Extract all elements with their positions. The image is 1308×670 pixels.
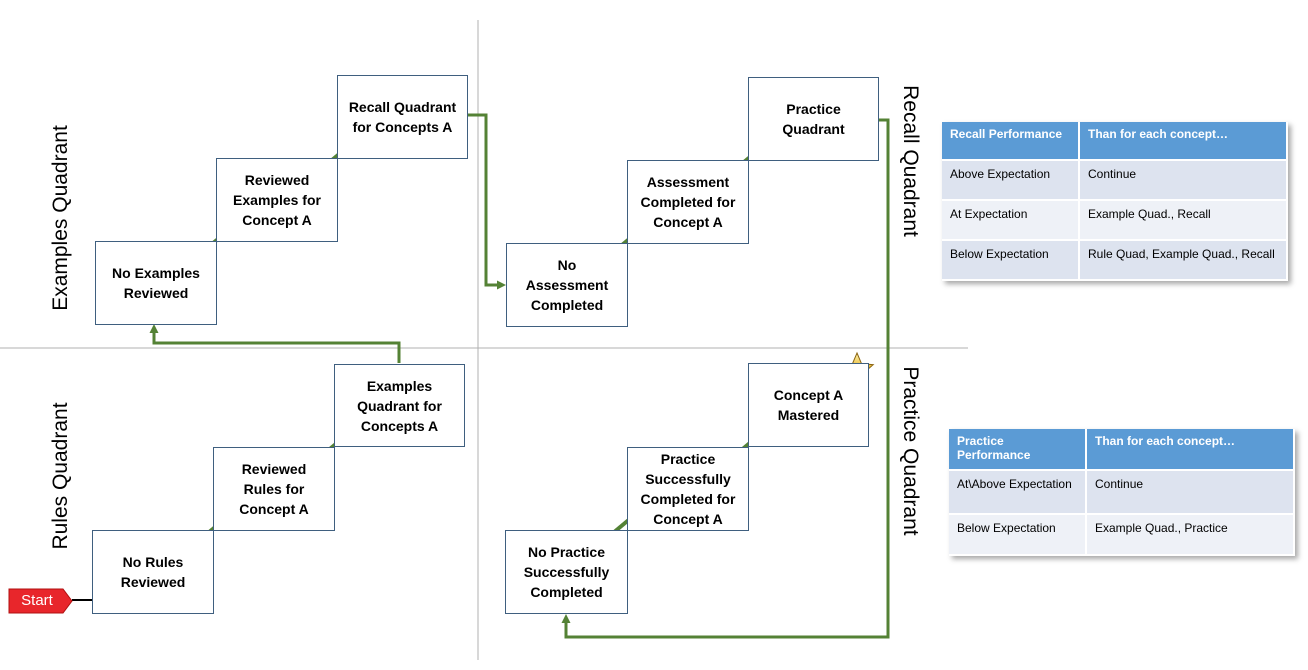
recall-quadrant-label: Recall Quadrant (899, 85, 922, 237)
table-row: Above Expectation Continue (942, 160, 1288, 201)
practice-table-header: Than for each concept… (1086, 429, 1295, 471)
practice-table-header: Practice Performance (949, 429, 1087, 471)
box-assessment-completed: Assessment Completed for Concept A (627, 160, 749, 244)
table-cell: Below Expectation (949, 514, 1087, 556)
table-cell: At Expectation (942, 200, 1080, 241)
box-no-rules-reviewed: No Rules Reviewed (92, 530, 214, 614)
start-badge (8, 588, 73, 614)
box-no-examples-reviewed: No Examples Reviewed (95, 241, 217, 325)
practice-performance-table: Practice Performance Than for each conce… (949, 429, 1295, 556)
recall-table-header: Than for each concept… (1079, 122, 1288, 161)
box-concept-mastered: Concept A Mastered (748, 363, 869, 447)
table-cell: Continue (1086, 470, 1295, 515)
box-reviewed-examples: Reviewed Examples for Concept A (216, 158, 338, 242)
examples-quadrant-label: Examples Quadrant (49, 125, 72, 311)
table-cell: At\Above Expectation (949, 470, 1087, 515)
start-label: Start (21, 592, 53, 609)
box-examples-quadrant: Examples Quadrant for Concepts A (334, 364, 465, 447)
recall-performance-table: Recall Performance Than for each concept… (942, 122, 1288, 281)
box-reviewed-rules: Reviewed Rules for Concept A (213, 447, 335, 531)
connector-practicequad-to-nopractice (561, 118, 890, 639)
connector-recallquad-to-noassessment (467, 113, 506, 290)
table-cell: Example Quad., Practice (1086, 514, 1295, 556)
table-row: At\Above Expectation Continue (949, 470, 1295, 515)
recall-table-header: Recall Performance (942, 122, 1080, 161)
box-no-assessment: No Assessment Completed (506, 243, 628, 327)
table-cell: Above Expectation (942, 160, 1080, 201)
rules-quadrant-label: Rules Quadrant (49, 402, 72, 550)
table-row: Below Expectation Example Quad., Practic… (949, 514, 1295, 556)
table-cell: Below Expectation (942, 240, 1080, 281)
connector-examplesquad-to-noexamples (149, 324, 401, 363)
table-row: Below Expectation Rule Quad, Example Qua… (942, 240, 1288, 281)
box-recall-quadrant: Recall Quadrant for Concepts A (337, 75, 468, 159)
box-no-practice: No Practice Successfully Completed (505, 530, 628, 614)
table-cell: Example Quad., Recall (1079, 200, 1288, 241)
table-row: At Expectation Example Quad., Recall (942, 200, 1288, 241)
table-cell: Rule Quad, Example Quad., Recall (1079, 240, 1288, 281)
practice-quadrant-label: Practice Quadrant (899, 366, 922, 536)
box-practice-successful: Practice Successfully Completed for Conc… (627, 447, 749, 531)
table-cell: Continue (1079, 160, 1288, 201)
box-practice-quadrant: Practice Quadrant (748, 77, 879, 161)
